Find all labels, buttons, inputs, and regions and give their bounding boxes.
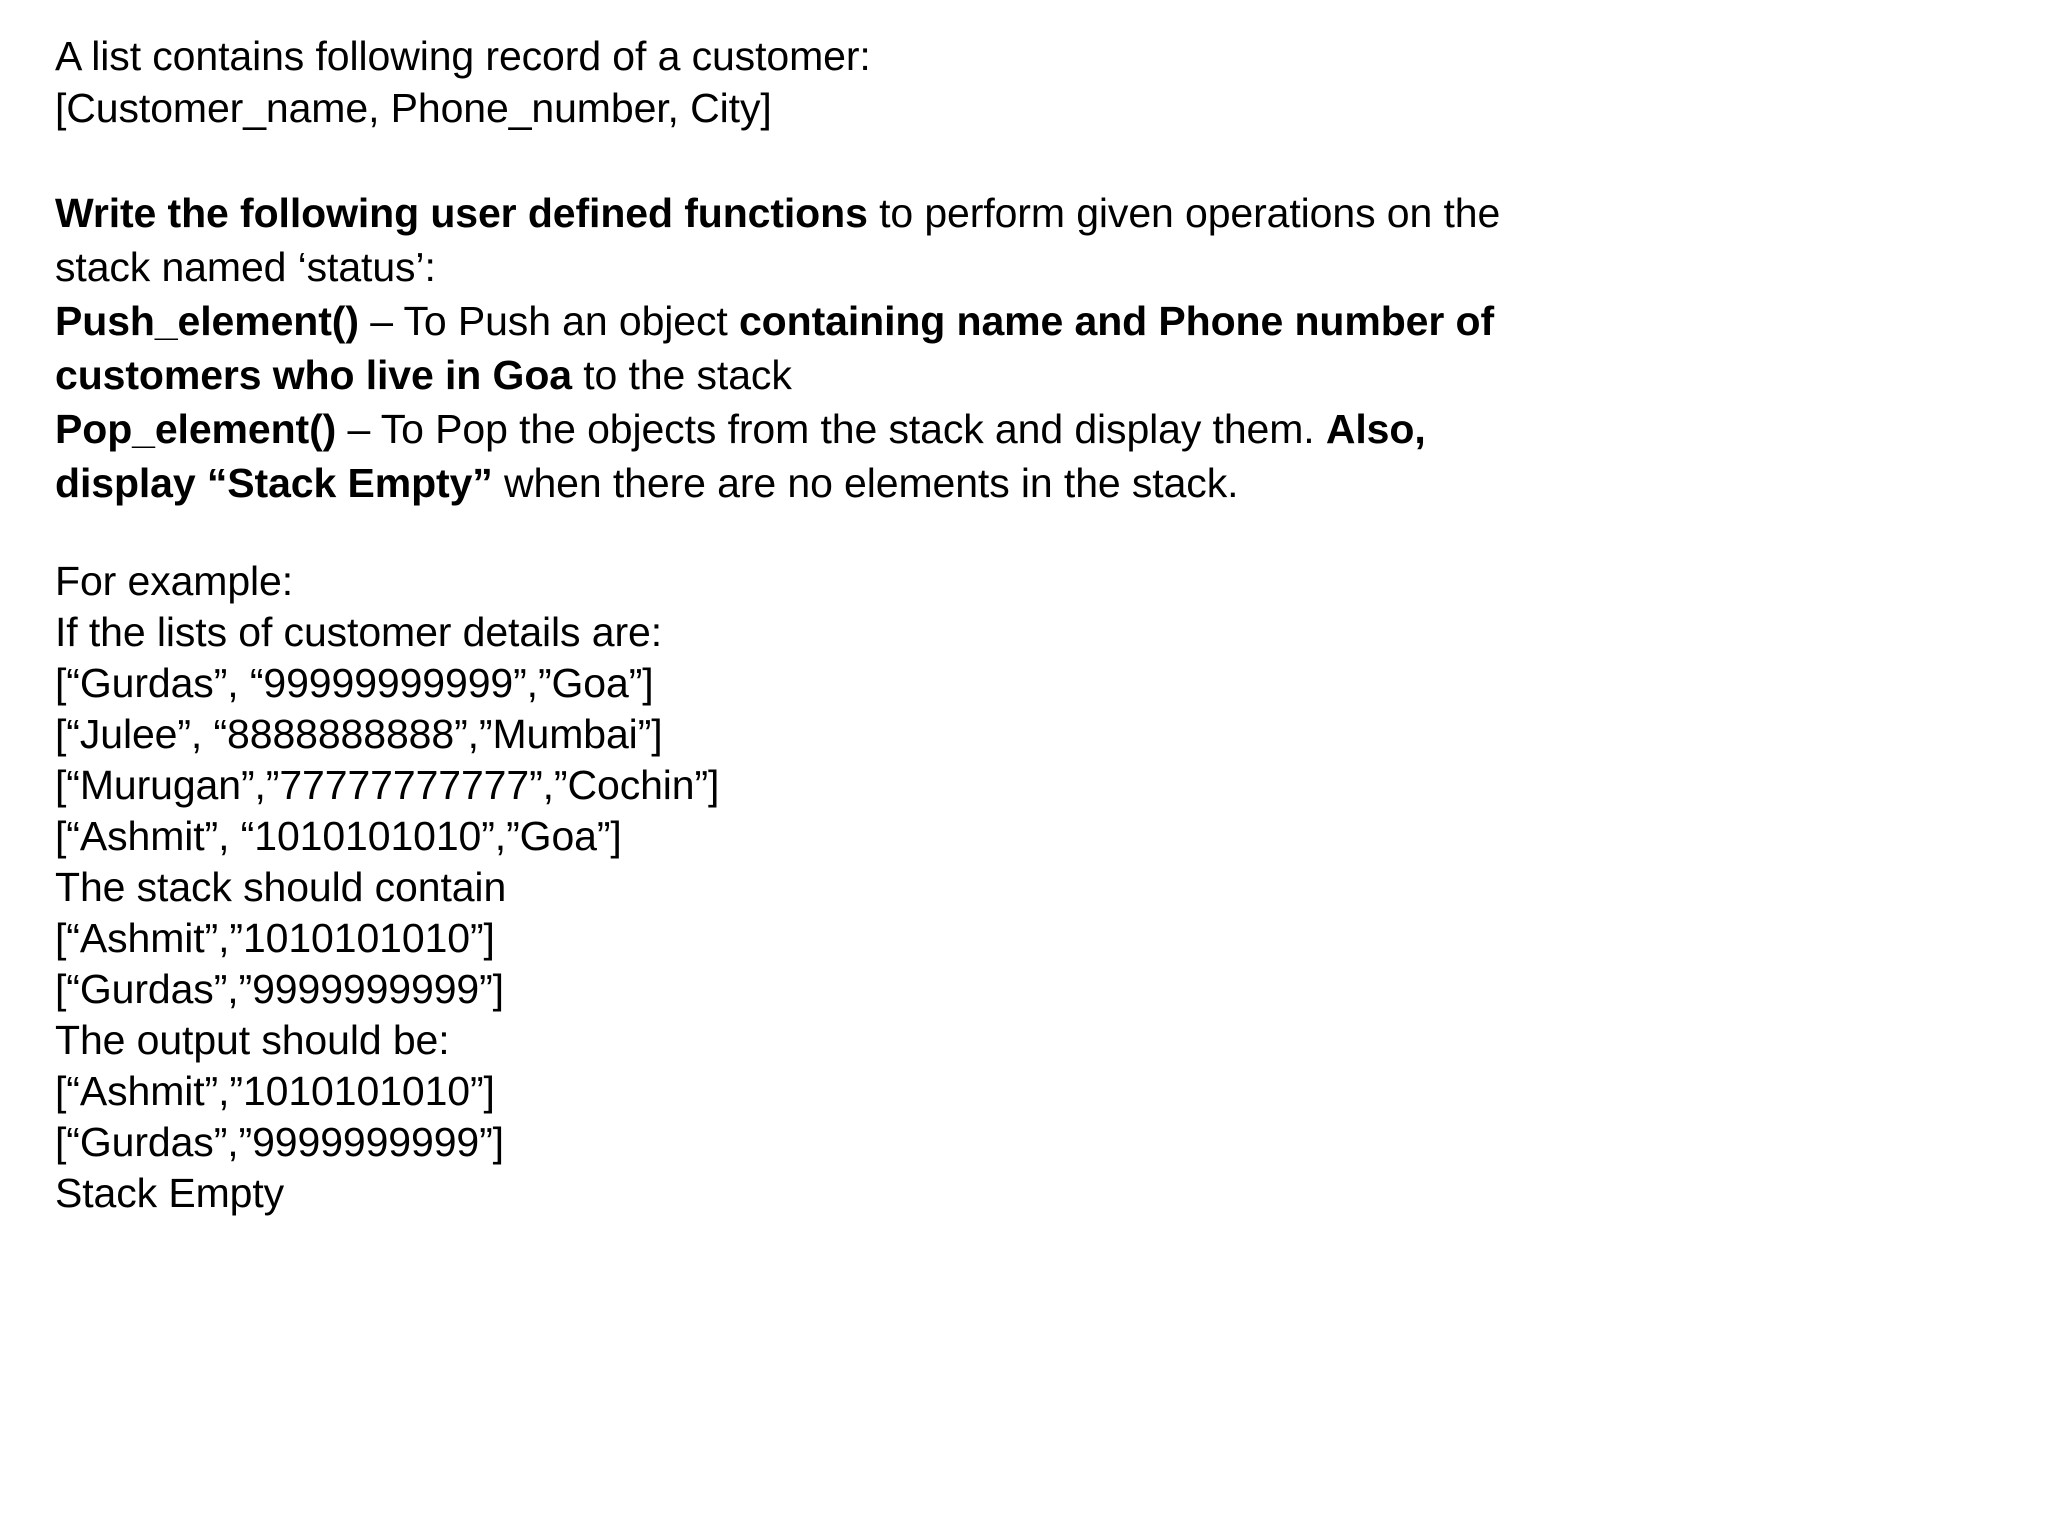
instruction-write-continuation: stack named ‘status’:	[55, 244, 436, 290]
example-stack-heading: The stack should contain	[55, 864, 507, 910]
example-heading: For example:	[55, 558, 294, 604]
pop-element-bold-display: display “Stack Empty”	[55, 460, 493, 506]
example-input-record: [“Julee”, “8888888888”,”Mumbai”]	[55, 711, 663, 757]
example-paragraph: For example: If the lists of customer de…	[55, 556, 2008, 1219]
push-element-name: Push_element()	[55, 298, 359, 344]
example-input-record: [“Ashmit”, “1010101010”,”Goa”]	[55, 813, 622, 859]
pop-element-name: Pop_element()	[55, 406, 337, 452]
instruction-write-rest: to perform given operations on the	[867, 190, 1501, 236]
paragraph-gap-2	[55, 510, 2008, 556]
push-element-bold: containing name and Phone number of	[738, 298, 1495, 344]
example-output-item: Stack Empty	[55, 1170, 285, 1216]
pop-element-bold-also: Also,	[1325, 406, 1426, 452]
intro-line-2: [Customer_name, Phone_number, City]	[55, 85, 772, 131]
example-input-record: [“Gurdas”, “99999999999”,”Goa”]	[55, 660, 654, 706]
push-element-line-2: customers who live in Goa to the stack	[55, 348, 2008, 402]
push-element-bold-continuation: customers who live in Goa	[55, 352, 572, 398]
push-element-separator: – To Push an object	[358, 298, 739, 344]
instruction-write-bold: Write the following user defined functio…	[55, 190, 868, 236]
example-input-heading: If the lists of customer details are:	[55, 609, 662, 655]
pop-element-line: Pop_element() – To Pop the objects from …	[55, 402, 2008, 456]
example-stack-item: [“Ashmit”,”1010101010”]	[55, 915, 495, 961]
push-element-tail: to the stack	[571, 352, 792, 398]
pop-element-tail: when there are no elements in the stack.	[492, 460, 1239, 506]
paragraph-gap-1	[55, 134, 2008, 186]
intro-line-1: A list contains following record of a cu…	[55, 33, 871, 79]
example-stack-item: [“Gurdas”,”9999999999”]	[55, 966, 504, 1012]
example-input-record: [“Murugan”,”77777777777”,”Cochin”]	[55, 762, 720, 808]
instructions-paragraph: Write the following user defined functio…	[55, 186, 2008, 510]
example-output-item: [“Gurdas”,”9999999999”]	[55, 1119, 504, 1165]
pop-element-separator: – To Pop the objects from the stack and …	[336, 406, 1326, 452]
push-element-line: Push_element() – To Push an object conta…	[55, 294, 2008, 348]
example-output-heading: The output should be:	[55, 1017, 450, 1063]
instruction-write-line: Write the following user defined functio…	[55, 186, 2008, 240]
intro-paragraph: A list contains following record of a cu…	[55, 30, 2008, 134]
example-output-item: [“Ashmit”,”1010101010”]	[55, 1068, 495, 1114]
pop-element-line-2: display “Stack Empty” when there are no …	[55, 456, 2008, 510]
